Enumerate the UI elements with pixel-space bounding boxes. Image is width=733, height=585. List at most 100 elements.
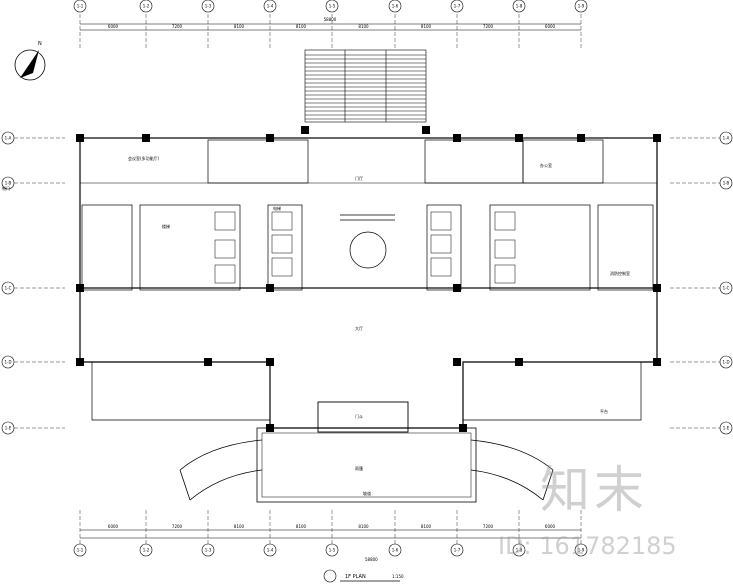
grid-bubble-top-6: 1-6 xyxy=(388,0,402,13)
grid-bubble-bottom-6: 1-6 xyxy=(388,543,402,557)
svg-text:1-D: 1-D xyxy=(722,360,729,365)
grid-bubble-left-1: 1-A xyxy=(1,131,15,145)
svg-text:1-9: 1-9 xyxy=(578,4,585,9)
svg-text:1-6: 1-6 xyxy=(392,548,399,553)
north-arrow-icon: N xyxy=(14,41,46,81)
grid-bubble-bottom-3: 1-3 xyxy=(201,543,215,557)
grid-lines xyxy=(14,14,720,545)
watermark-logo: 知末 xyxy=(540,461,648,519)
room-vestibule: 门斗 xyxy=(355,413,363,419)
watermark-id: ID: 161782185 xyxy=(498,532,677,560)
dim-bottom-4: 8100 xyxy=(296,524,307,529)
svg-text:1-2: 1-2 xyxy=(143,548,150,553)
svg-text:1-3: 1-3 xyxy=(205,4,212,9)
svg-text:1-C: 1-C xyxy=(723,286,730,291)
grid-bubble-bottom-1: 1-1 xyxy=(73,543,87,557)
svg-text:1-B: 1-B xyxy=(5,181,12,186)
interior-partitions xyxy=(81,139,654,291)
note-left-entry: 侧门 xyxy=(2,185,10,191)
svg-text:1-4: 1-4 xyxy=(267,4,274,9)
dim-bottom-7: 7200 xyxy=(483,524,494,529)
svg-text:1-7: 1-7 xyxy=(454,548,461,553)
svg-text:1-1: 1-1 xyxy=(77,4,84,9)
grid-bubble-left-4: 1-D xyxy=(1,355,15,369)
room-fire-control: 消防控制室 xyxy=(610,270,630,276)
dim-top-3: 8100 xyxy=(234,24,245,29)
total-dimension-bottom: 58800 xyxy=(365,557,378,562)
grid-bubble-top-8: 1-8 xyxy=(512,0,526,13)
grid-bubble-bottom-5: 1-5 xyxy=(325,543,339,557)
grid-bubble-top-3: 1-3 xyxy=(201,0,215,13)
grid-bubble-right-4: 1-D xyxy=(719,355,733,369)
svg-text:1-2: 1-2 xyxy=(143,4,150,9)
dim-top-5: 8100 xyxy=(358,24,369,29)
plan-title: 1F PLAN xyxy=(345,574,366,580)
svg-text:1-8: 1-8 xyxy=(516,548,523,553)
grid-bubbles: 1-1 1-1 1-2 1-2 1-3 1-3 1-4 1-4 1-5 1-5 1-6 1-6 1-7 1… xyxy=(1,0,733,557)
svg-text:1-3: 1-3 xyxy=(205,548,212,553)
svg-text:1-9: 1-9 xyxy=(578,548,585,553)
total-dimension-top: 58800 xyxy=(324,17,337,22)
north-label: N xyxy=(38,41,42,47)
dim-top-7: 7200 xyxy=(483,24,494,29)
grid-bubble-right-1: 1-A xyxy=(719,131,733,145)
grid-bubble-right-5: 1-E xyxy=(719,421,733,435)
dimension-lines xyxy=(80,23,581,539)
grid-bubble-top-9: 1-9 xyxy=(574,0,588,13)
grid-bubble-top-1: 1-1 xyxy=(73,0,87,13)
dim-top-8: 6000 xyxy=(545,24,556,29)
room-platform: 平台 xyxy=(600,408,608,414)
room-ramp: 坡道 xyxy=(363,490,371,496)
grid-bubble-top-2: 1-2 xyxy=(139,0,153,13)
svg-text:1-D: 1-D xyxy=(4,360,11,365)
room-hall: 大厅 xyxy=(355,325,363,331)
grid-bubble-top-4: 1-4 xyxy=(263,0,277,13)
dim-top-2: 7200 xyxy=(172,24,183,29)
dimension-labels: 6000 6000 7200 7200 8100 8100 8100 8100 8100 8100… xyxy=(108,17,556,529)
svg-text:1-E: 1-E xyxy=(723,426,730,431)
grid-bubble-top-5: 1-5 xyxy=(325,0,339,13)
dim-bottom-2: 7200 xyxy=(172,524,183,529)
svg-text:1-E: 1-E xyxy=(5,426,12,431)
svg-text:1-4: 1-4 xyxy=(267,548,274,553)
room-office-left: 会议室(多功能厅) xyxy=(128,155,160,161)
plan-title-block: 1F PLAN 1:150 xyxy=(323,569,404,583)
dim-bottom-8: 6000 xyxy=(545,524,556,529)
grid-bubble-left-2: 1-B xyxy=(1,176,15,190)
structural-columns xyxy=(76,126,661,432)
grid-bubble-bottom-2: 1-2 xyxy=(139,543,153,557)
room-office-right: 办公室 xyxy=(540,162,552,168)
grid-bubble-bottom-8: 1-8 xyxy=(512,543,526,557)
dim-top-1: 6000 xyxy=(108,24,119,29)
svg-text:1-1: 1-1 xyxy=(77,548,84,553)
svg-text:1-B: 1-B xyxy=(723,181,730,186)
grid-bubble-right-2: 1-B xyxy=(719,176,733,190)
plan-scale: 1:150 xyxy=(392,574,404,579)
svg-text:1-8: 1-8 xyxy=(516,4,523,9)
dim-bottom-5: 8100 xyxy=(358,524,369,529)
entry-stair xyxy=(304,49,427,123)
grid-bubble-right-3: 1-C xyxy=(719,281,733,295)
svg-text:1-7: 1-7 xyxy=(454,4,461,9)
grid-bubble-bottom-9: 1-9 xyxy=(574,543,588,557)
dim-top-6: 8100 xyxy=(421,24,432,29)
room-labels: 会议室(多功能厅) 门厅 大厅 雨篷 门斗 办公室 消防控制室 平台 坡道 侧门… xyxy=(2,155,630,496)
room-canopy: 雨篷 xyxy=(355,465,363,471)
svg-text:1-A: 1-A xyxy=(5,136,12,141)
svg-text:1-5: 1-5 xyxy=(329,548,336,553)
dim-bottom-1: 6000 xyxy=(108,524,119,529)
dim-bottom-6: 8100 xyxy=(421,524,432,529)
room-lobby: 门厅 xyxy=(355,175,363,181)
note-elevator: 电梯 xyxy=(273,205,281,211)
grid-bubble-left-5: 1-E xyxy=(1,421,15,435)
grid-bubble-top-7: 1-7 xyxy=(450,0,464,13)
dim-top-4: 8100 xyxy=(296,24,307,29)
note-stair: 楼梯 xyxy=(162,223,170,229)
svg-text:1-5: 1-5 xyxy=(329,4,336,9)
grid-bubble-bottom-4: 1-4 xyxy=(263,543,277,557)
svg-text:1-A: 1-A xyxy=(723,136,730,141)
dim-bottom-3: 8100 xyxy=(234,524,245,529)
curved-ramps xyxy=(179,439,554,501)
grid-bubble-bottom-7: 1-7 xyxy=(450,543,464,557)
